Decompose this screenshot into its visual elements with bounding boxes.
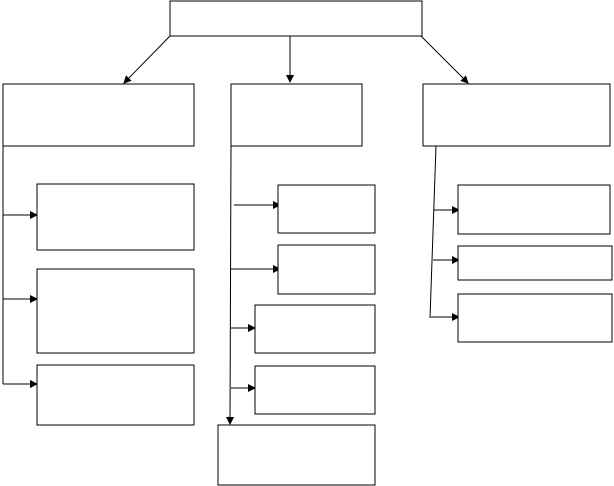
node-col2-head (230, 83, 363, 147)
node-col2-child-4 (254, 365, 376, 415)
col2-child-3-box (254, 304, 376, 354)
node-col1-child-1 (36, 183, 195, 251)
node-col2-child-2 (277, 244, 376, 295)
node-col1-head (2, 83, 195, 147)
col2-child-5-box (217, 424, 376, 486)
col2-child-2-box (277, 244, 376, 295)
col3-spine (429, 145, 437, 319)
col3-child-2-box (457, 245, 613, 281)
col3-head-box (422, 83, 611, 147)
col1-head-box (2, 83, 195, 147)
edge-root-to-col3-head (420, 35, 469, 84)
node-col2-child-5 (217, 424, 376, 486)
col3-child-1-box (457, 184, 611, 235)
col3-child-3-box (457, 293, 613, 343)
col3-connectors (429, 145, 460, 321)
col2-connectors (226, 145, 281, 425)
node-col3-child-2 (457, 245, 613, 281)
node-root (169, 0, 423, 37)
col2-head-box (230, 83, 363, 147)
col1-child-1-box (36, 183, 195, 251)
col2-child-4-box (254, 365, 376, 415)
node-col3-child-3 (457, 293, 613, 343)
node-col2-child-1 (277, 184, 376, 234)
col2-child-1-box (277, 184, 376, 234)
root-connectors (123, 35, 469, 84)
col2-spine (226, 145, 235, 425)
node-col3-child-1 (457, 184, 611, 235)
col1-child-2-box (36, 268, 195, 354)
col1-connectors (2, 146, 38, 388)
node-col3-head (422, 83, 611, 147)
node-col1-child-3 (36, 364, 195, 426)
root-box (169, 0, 423, 37)
edge-root-to-col1-head (123, 35, 171, 84)
node-col1-child-2 (36, 268, 195, 354)
node-col2-child-3 (254, 304, 376, 354)
col1-child-3-box (36, 364, 195, 426)
